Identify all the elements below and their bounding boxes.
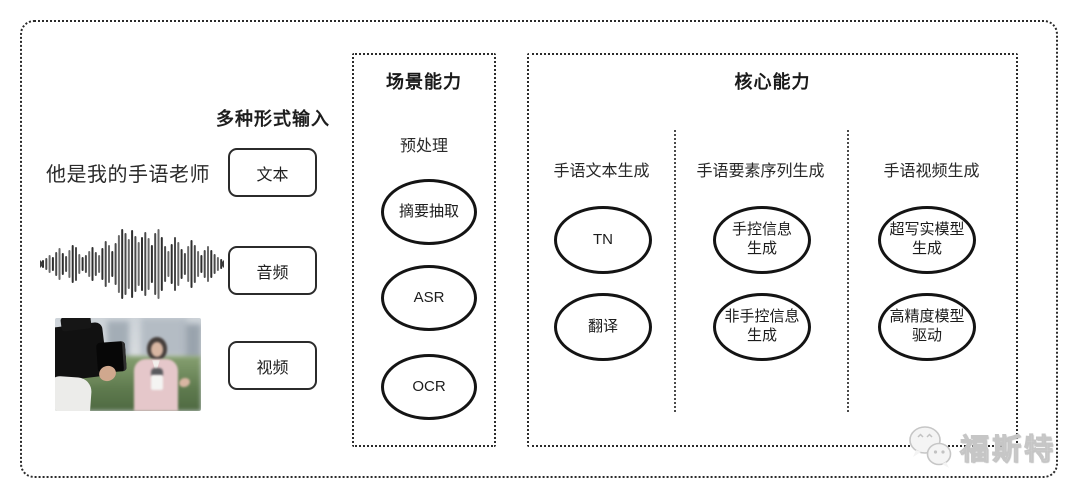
node-ocr: OCR	[381, 354, 477, 420]
input-type-video: 视频	[228, 341, 317, 390]
photo-microphone	[151, 375, 163, 390]
node-non-manual-info-generation: 非手控信息 生成	[713, 293, 811, 361]
core-capability-box: 核心能力 手语文本生成 手语要素序列生成 手语视频生成 TN 翻译 手控信息 生…	[527, 53, 1018, 447]
watermark-text: 福斯特	[959, 434, 1057, 467]
node-label: 摘要抽取	[398, 202, 459, 220]
column-header-sign-video: 手语视频生成	[883, 163, 980, 180]
column-divider	[847, 130, 849, 412]
text-input-example: 他是我的手语老师	[46, 164, 210, 186]
column-divider	[674, 130, 676, 412]
node-hyperrealistic-model-generation: 超写实模型 生成	[878, 206, 976, 274]
node-label: 超写实模型 生成	[889, 221, 965, 257]
node-label: 非手控信息 生成	[724, 308, 800, 344]
photo-cameraman-shoulder	[55, 375, 93, 411]
diagram-outer-frame	[20, 20, 1058, 478]
scene-capability-box: 场景能力 预处理 摘要抽取 ASR OCR	[352, 53, 496, 447]
node-translation: 翻译	[554, 293, 652, 361]
input-type-video-label: 视频	[256, 359, 289, 377]
column-header-sign-text: 手语文本生成	[553, 163, 650, 180]
photo-building	[185, 324, 201, 358]
input-type-text: 文本	[228, 148, 317, 197]
node-label: 高精度模型 驱动	[889, 308, 965, 344]
node-high-precision-model-driving: 高精度模型 驱动	[878, 293, 976, 361]
preprocess-label: 预处理	[399, 138, 448, 155]
column-header-sign-elements: 手语要素序列生成	[696, 163, 825, 180]
input-type-audio-label: 音频	[256, 264, 289, 282]
node-label: OCR	[412, 377, 446, 395]
node-label: ASR	[413, 288, 445, 306]
watermark: 福斯特	[906, 423, 1056, 471]
photo-microphone	[151, 368, 163, 376]
node-label: TN	[593, 230, 613, 248]
node-tn: TN	[554, 206, 652, 274]
node-label: 翻译	[587, 317, 618, 335]
input-section-header: 多种形式输入	[216, 109, 330, 129]
scene-box-title: 场景能力	[386, 72, 462, 92]
input-type-text-label: 文本	[256, 166, 289, 184]
photo-reporter-face	[151, 342, 163, 357]
audio-waveform-icon	[40, 229, 224, 299]
input-type-audio: 音频	[228, 246, 317, 295]
node-asr: ASR	[381, 265, 477, 331]
node-manual-info-generation: 手控信息 生成	[713, 206, 811, 274]
node-summary-extraction: 摘要抽取	[381, 179, 477, 245]
photo-reporter-shirt	[152, 360, 160, 372]
video-input-thumbnail	[55, 318, 201, 411]
core-box-title: 核心能力	[734, 72, 811, 92]
node-label: 手控信息 生成	[731, 221, 792, 257]
wechat-bubbles-icon	[909, 426, 952, 468]
